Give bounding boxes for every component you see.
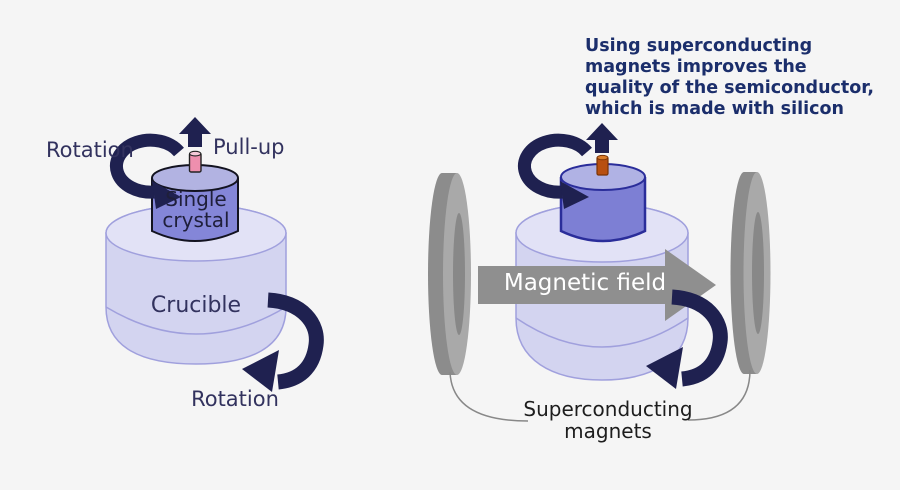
right-single-crystal <box>559 163 647 243</box>
left-top-rotation-arc <box>109 133 184 199</box>
right-magnet <box>730 172 771 374</box>
right-crystal-body <box>559 177 647 243</box>
right-seed-rod-top <box>596 154 609 161</box>
title-text: Using superconducting magnets improves t… <box>585 36 874 120</box>
left-seed-rod-top <box>189 150 202 157</box>
superconducting-magnets-label: Superconducting magnets <box>523 397 693 443</box>
left-crucible-seam <box>105 306 287 335</box>
magnetic-field-label: Magnetic field <box>503 270 667 296</box>
left-seed-rod <box>188 150 202 173</box>
left-magnet <box>428 173 471 375</box>
right-top-rotation-arrowhead <box>560 181 589 209</box>
right-magnet-wire <box>687 369 751 421</box>
crucible-label: Crucible <box>150 293 242 318</box>
title-line-1: Using superconducting <box>585 36 813 56</box>
left-top-rotation-arrowhead <box>152 181 181 209</box>
single-crystal-label: Single crystal <box>162 187 230 232</box>
left-magnet-hole <box>453 213 465 335</box>
left-pull-up-arrow-icon <box>179 117 211 147</box>
left-magnet-wire <box>449 371 529 422</box>
right-bottom-rotation-arc <box>671 289 728 387</box>
right-seed-rod <box>596 154 609 176</box>
title-line-4: which is made with silicon <box>585 99 844 119</box>
magnetic-field-arrow-icon <box>478 249 716 321</box>
left-bottom-rotation-arc <box>267 292 324 390</box>
left-pull-up-label: Pull-up <box>213 135 285 159</box>
left-rotation-top-label: Rotation <box>46 138 134 162</box>
left-rotation-bottom-label: Rotation <box>191 387 279 411</box>
right-top-rotation-arc <box>517 133 592 199</box>
title-line-3: quality of the semiconductor, <box>585 78 874 98</box>
right-bottom-rotation-arrowhead <box>646 347 683 389</box>
title-line-2: magnets improves the <box>585 57 807 77</box>
right-top-rotation-arrow-icon <box>517 133 592 209</box>
right-pull-up-arrow-icon <box>586 123 618 153</box>
right-magnet-hole <box>752 212 764 334</box>
left-bottom-rotation-arrowhead <box>242 350 279 392</box>
left-top-rotation-arrow-icon <box>109 133 184 209</box>
right-crucible-seam <box>515 317 689 348</box>
right-bottom-rotation-arrow-icon <box>646 289 728 389</box>
left-bottom-rotation-arrow-icon <box>242 292 324 392</box>
